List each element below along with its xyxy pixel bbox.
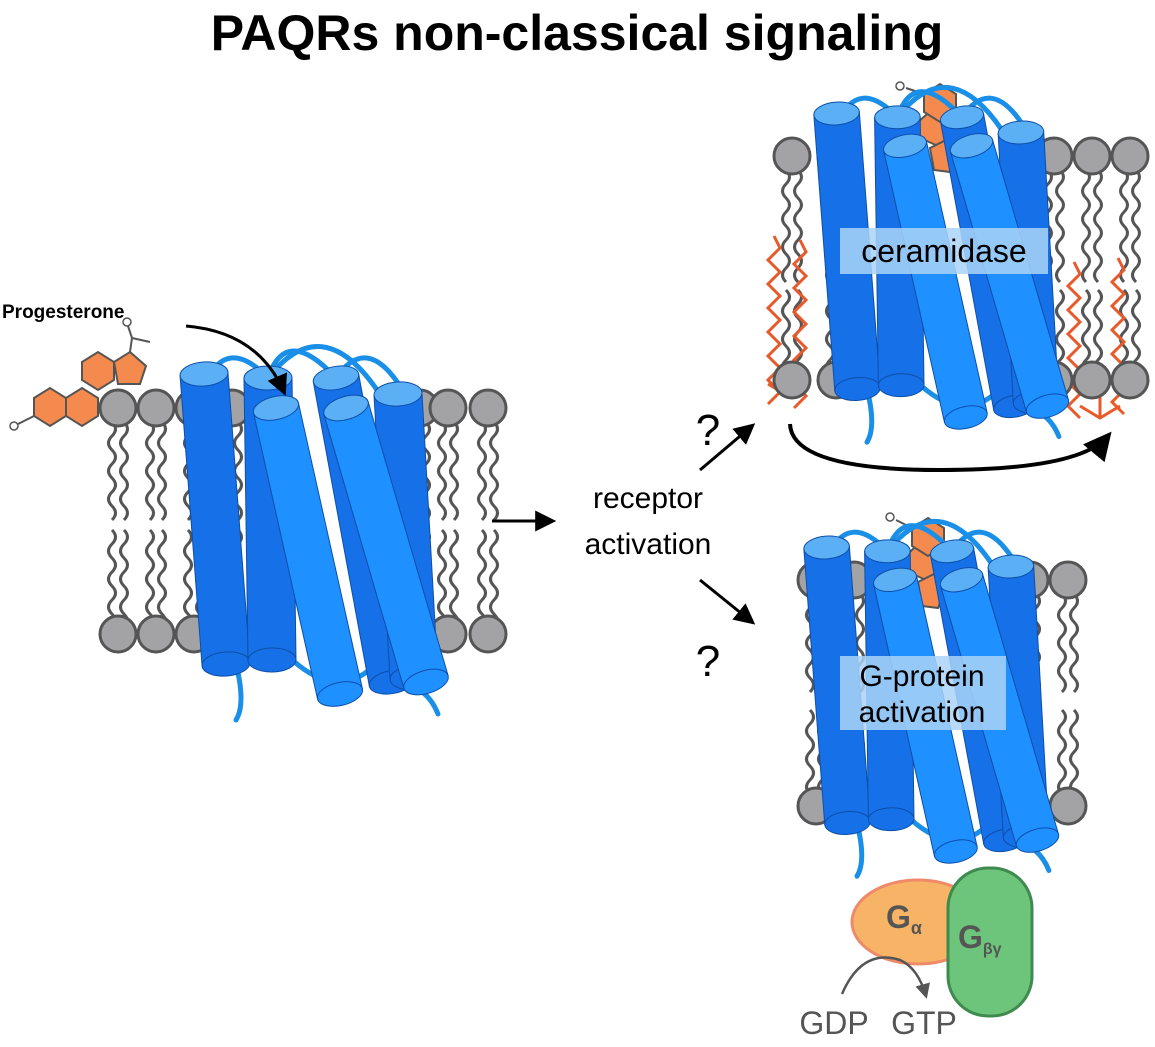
lipid-tail bbox=[1119, 168, 1129, 284]
ceramidase-label-box bbox=[840, 228, 1048, 274]
question-mark-top: ? bbox=[696, 406, 720, 455]
gdp-label: GDP bbox=[799, 1005, 868, 1041]
lipid-tail bbox=[1057, 592, 1067, 694]
g-alpha-label: Gα bbox=[886, 899, 922, 938]
protein-loop bbox=[894, 84, 1012, 145]
lipid-head bbox=[428, 388, 468, 428]
lipid-tail bbox=[437, 528, 447, 630]
lipid-tail bbox=[793, 168, 803, 284]
progesterone-label: Progesterone bbox=[2, 302, 124, 323]
lipid-head bbox=[772, 360, 812, 400]
lipid-head bbox=[1110, 136, 1150, 176]
lipid-tail bbox=[107, 420, 117, 522]
lipid-tail bbox=[449, 420, 459, 522]
transmembrane-helix bbox=[323, 394, 449, 696]
protein-loop bbox=[884, 518, 1002, 579]
lipid-tail bbox=[1119, 288, 1129, 376]
lipid-head bbox=[1072, 360, 1112, 400]
lipid-tail bbox=[1131, 168, 1141, 284]
lipid-tail bbox=[119, 528, 129, 630]
protein-loop bbox=[265, 344, 389, 407]
progesterone-binding-arrow bbox=[185, 324, 287, 396]
receptor-label-line2: activation bbox=[585, 528, 712, 561]
lipid-head bbox=[98, 388, 138, 428]
lipid-head bbox=[468, 388, 508, 428]
lipid-tail bbox=[805, 708, 815, 796]
lipid-head bbox=[1048, 786, 1088, 826]
lipid-head bbox=[1072, 136, 1112, 176]
lipid-head bbox=[136, 614, 176, 654]
progesterone-molecule bbox=[9, 317, 151, 431]
lipid-tail bbox=[1131, 288, 1141, 376]
lipid-tail bbox=[1081, 168, 1091, 284]
lipid-tail bbox=[477, 528, 487, 630]
lipid-tail bbox=[489, 528, 499, 630]
g-betagamma-label: Gβγ bbox=[958, 919, 1002, 958]
lipid-tail bbox=[157, 528, 167, 630]
gtp-label: GTP bbox=[891, 1005, 957, 1041]
lipid-tail bbox=[1093, 168, 1103, 284]
lipid-tail bbox=[1069, 708, 1079, 796]
lipid-tail bbox=[1057, 708, 1067, 796]
gdp-gtp-exchange-arrow bbox=[840, 956, 930, 999]
lipid-tail bbox=[145, 420, 155, 522]
lipid-head bbox=[772, 136, 812, 176]
lipid-tail bbox=[781, 168, 791, 284]
lipid-head bbox=[468, 614, 508, 654]
gprotein-label-box bbox=[840, 656, 1006, 730]
lipid-tail bbox=[107, 528, 117, 630]
ceramide-headgroup bbox=[1079, 396, 1121, 420]
diagram-title: PAQRs non-classical signaling bbox=[211, 5, 944, 61]
gprotein-label-line2: activation bbox=[859, 696, 986, 729]
transmembrane-helix bbox=[949, 133, 1070, 419]
lipid-tail bbox=[145, 528, 155, 630]
transmembrane-helix bbox=[883, 133, 988, 430]
lipid-tail bbox=[781, 288, 791, 376]
ceramide-chain bbox=[765, 235, 783, 406]
receptor-label-line1: receptor bbox=[593, 482, 703, 515]
left-receptor-protein bbox=[179, 344, 449, 723]
lipid-flip-arrow bbox=[788, 423, 1112, 473]
lipid-head bbox=[1048, 560, 1088, 600]
lipid-tail bbox=[157, 420, 167, 522]
lipid-tail bbox=[489, 420, 499, 522]
lipid-tail bbox=[1081, 288, 1091, 376]
transmembrane-helix bbox=[252, 395, 364, 707]
g-betagamma-subunit bbox=[946, 866, 1034, 1018]
gprotein-label-line1: G-protein bbox=[859, 660, 984, 693]
question-mark-bottom: ? bbox=[696, 637, 720, 686]
lipid-head bbox=[98, 614, 138, 654]
transmembrane-helix bbox=[179, 361, 251, 677]
lipid-head bbox=[1110, 360, 1150, 400]
lipid-tail bbox=[1055, 168, 1065, 284]
lipid-tail bbox=[477, 420, 487, 522]
lipid-tail bbox=[119, 420, 129, 522]
lipid-tail bbox=[1093, 288, 1103, 376]
lipid-tail bbox=[1055, 288, 1065, 376]
lipid-head bbox=[136, 388, 176, 428]
lipid-tail bbox=[449, 528, 459, 630]
ceramidase-label: ceramidase bbox=[861, 233, 1026, 269]
ceramide-chain bbox=[1065, 261, 1083, 420]
lipid-tail bbox=[1069, 592, 1079, 694]
branch-arrow-ceramidase bbox=[699, 423, 756, 472]
branch-arrow-gprotein bbox=[699, 578, 756, 625]
lipid-tail bbox=[183, 528, 193, 630]
lipid-tail bbox=[437, 420, 447, 522]
